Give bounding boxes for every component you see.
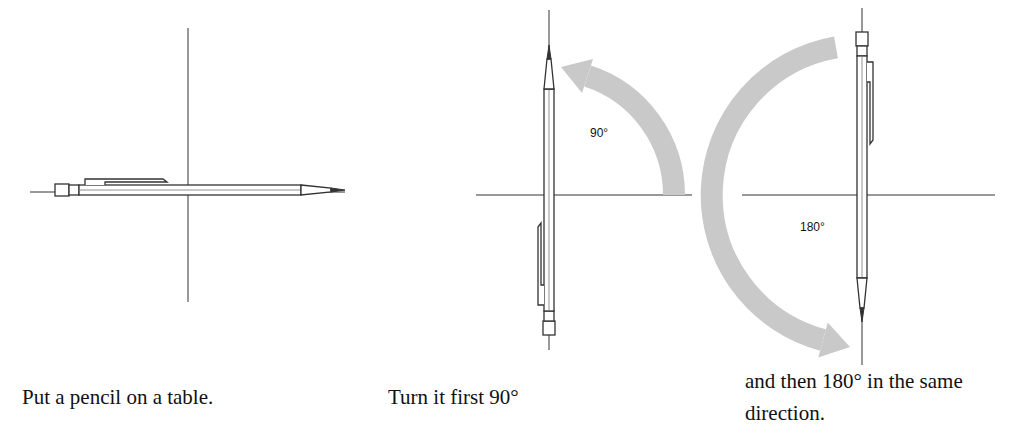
angle-label: 180° [800, 220, 825, 234]
caption-text: and then 180° in the same direction. [745, 365, 1007, 429]
panel-two [476, 10, 692, 350]
panel-three [712, 8, 995, 365]
angle-label: 90° [590, 126, 608, 140]
caption-text: Put a pencil on a table. [22, 381, 352, 413]
caption-text: Turn it first 90° [388, 381, 708, 413]
panel-one [30, 28, 345, 302]
